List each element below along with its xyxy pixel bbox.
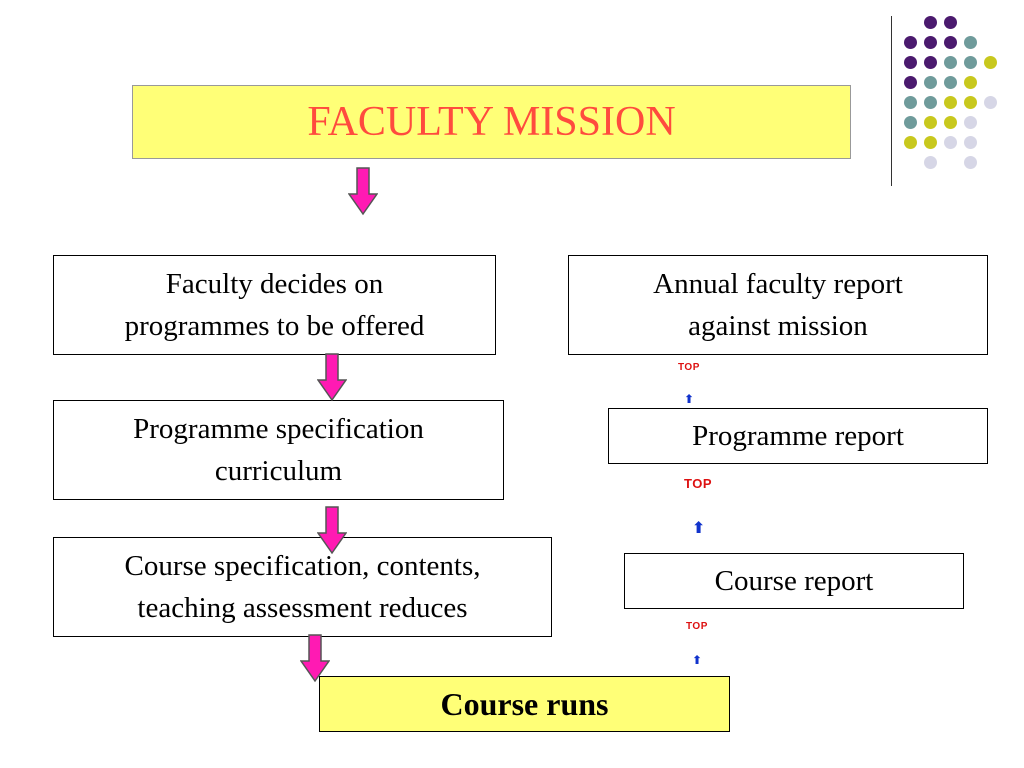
top-link-label[interactable]: TOP <box>686 621 708 632</box>
decorative-divider-line <box>891 16 892 186</box>
decorative-dot <box>964 136 977 149</box>
decorative-dot <box>944 96 957 109</box>
decorative-dot <box>904 116 917 129</box>
programme-specification-box: Programme specification curriculum <box>53 400 504 500</box>
magenta-down-arrow-icon <box>317 353 347 402</box>
decorative-dot <box>944 116 957 129</box>
course-runs-label: Course runs <box>440 686 609 722</box>
programme-report-label: Programme report <box>692 420 904 452</box>
decorative-dot <box>964 36 977 49</box>
course-runs-box: Course runs <box>319 676 730 732</box>
decorative-dot <box>924 76 937 89</box>
faculty-mission-title: FACULTY MISSION <box>307 99 676 145</box>
faculty-decides-line2: programmes to be offered <box>124 310 425 342</box>
decorative-dot <box>964 56 977 69</box>
magenta-down-arrow-icon <box>300 634 330 683</box>
decorative-dot <box>924 36 937 49</box>
decorative-dot <box>944 16 957 29</box>
course-specification-line2: teaching assessment reduces <box>137 592 468 624</box>
decorative-dot <box>944 76 957 89</box>
decorative-dot <box>904 36 917 49</box>
decorative-dot <box>984 56 997 69</box>
decorative-dot <box>964 156 977 169</box>
decorative-dot <box>904 136 917 149</box>
decorative-dot <box>964 116 977 129</box>
top-link-label[interactable]: TOP <box>678 362 700 373</box>
annual-faculty-report-box: Annual faculty report against mission <box>568 255 988 355</box>
faculty-decides-box: Faculty decides on programmes to be offe… <box>53 255 496 355</box>
course-report-box: Course report <box>624 553 964 609</box>
decorative-dot <box>984 96 997 109</box>
programme-specification-line2: curriculum <box>214 455 343 487</box>
blue-up-arrow-icon: ⬆ <box>692 518 706 537</box>
blue-up-arrow-icon: ⬆ <box>692 653 703 667</box>
annual-faculty-report-line1: Annual faculty report <box>653 268 903 300</box>
course-specification-line1: Course specification, contents, <box>124 550 481 582</box>
decorative-dot <box>924 16 937 29</box>
top-link-label[interactable]: TOP <box>684 476 712 491</box>
blue-up-arrow-icon: ⬆ <box>684 392 695 406</box>
magenta-down-arrow-icon <box>317 506 347 555</box>
annual-faculty-report-line2: against mission <box>688 310 868 342</box>
decorative-dot <box>924 96 937 109</box>
decorative-dot <box>924 116 937 129</box>
programme-report-box: Programme report <box>608 408 988 464</box>
decorative-dot <box>924 136 937 149</box>
decorative-dot <box>964 96 977 109</box>
decorative-dot <box>944 36 957 49</box>
faculty-decides-line1: Faculty decides on <box>165 268 384 300</box>
decorative-dot <box>964 76 977 89</box>
decorative-dot <box>944 56 957 69</box>
decorative-dot <box>904 76 917 89</box>
decorative-dot <box>904 96 917 109</box>
course-report-label: Course report <box>714 565 874 597</box>
programme-specification-line1: Programme specification <box>133 413 424 445</box>
faculty-mission-box: FACULTY MISSION <box>132 85 851 159</box>
decorative-dot <box>924 56 937 69</box>
decorative-dot <box>904 56 917 69</box>
decorative-dot <box>944 136 957 149</box>
decorative-dot <box>924 156 937 169</box>
magenta-down-arrow-icon <box>348 167 378 216</box>
course-specification-box: Course specification, contents, teaching… <box>53 537 552 637</box>
